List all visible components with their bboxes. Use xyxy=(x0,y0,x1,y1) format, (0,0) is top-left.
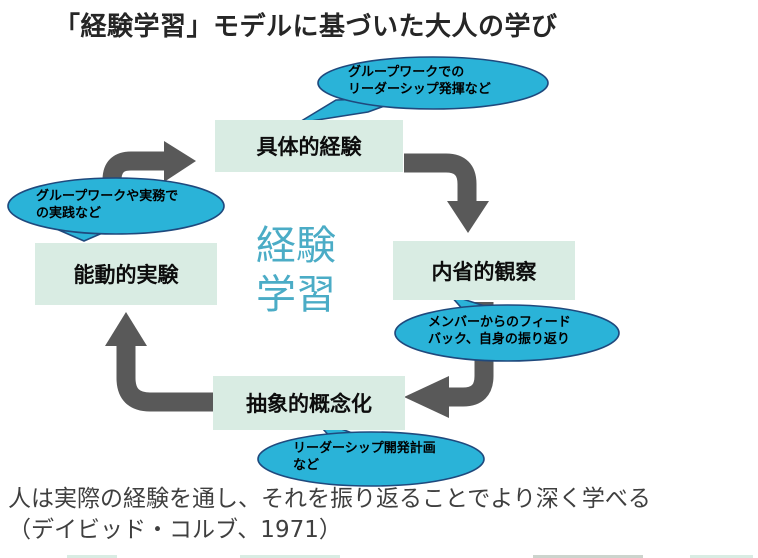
slide-caption-line1: 人は実際の経験を通し、それを振り返ることでより深く学べる xyxy=(8,486,651,512)
stage-box-reflective-observation: 内省的観察 xyxy=(393,241,575,300)
callout-text-right: メンバーからのフィード バック、自身の振り返り xyxy=(428,314,571,348)
callout-text-left-line1: グループワークや実務で xyxy=(36,189,179,204)
callout-text-right-line2: バック、自身の振り返り xyxy=(428,332,570,347)
callout-text-top: グループワークでの リーダーシップ発揮など xyxy=(348,64,491,98)
cropped-content-fragment xyxy=(533,555,643,558)
stage-box-active-experimentation: 能動的実験 xyxy=(35,243,217,305)
callout-text-left-line2: の実践など xyxy=(36,206,102,221)
cycle-center-label-line1: 経験 xyxy=(256,223,336,269)
callout-text-left: グループワークや実務で の実践など xyxy=(36,188,178,222)
cycle-center-label-line2: 学習 xyxy=(256,272,336,318)
stage-box-concrete-experience: 具体的経験 xyxy=(215,120,403,172)
callout-text-bottom-line2: など xyxy=(293,458,320,473)
cropped-content-fragment xyxy=(690,555,753,558)
callout-bubble-left xyxy=(7,177,225,242)
arrow-abstract-to-active-icon xyxy=(105,312,213,412)
callout-bubble-top xyxy=(297,56,549,124)
stage-box-abstract-conceptualization: 抽象的概念化 xyxy=(213,376,405,430)
cycle-center-label: 経験 学習 xyxy=(256,222,336,320)
callout-bubble-right xyxy=(394,293,620,362)
slide-caption: 人は実際の経験を通し、それを振り返ることでより深く学べる （デイビッド・コルブ、… xyxy=(8,484,651,546)
arrow-concrete-to-reflective-icon xyxy=(404,153,489,233)
cropped-content-fragment xyxy=(240,555,340,558)
cropped-content-fragment xyxy=(67,555,117,558)
callout-text-top-line2: リーダーシップ発揮など xyxy=(348,82,491,97)
callout-text-right-line1: メンバーからのフィード xyxy=(428,315,571,330)
arrow-reflective-to-abstract-icon xyxy=(404,302,494,418)
callout-text-top-line1: グループワークでの xyxy=(348,65,465,80)
slide-title: 「経験学習」モデルに基づいた大人の学び xyxy=(54,12,558,42)
slide-caption-line2: （デイビッド・コルブ、1971） xyxy=(8,517,342,543)
callout-text-bottom-line1: リーダーシップ開発計画 xyxy=(293,441,436,456)
callout-text-bottom: リーダーシップ開発計画 など xyxy=(293,440,436,474)
